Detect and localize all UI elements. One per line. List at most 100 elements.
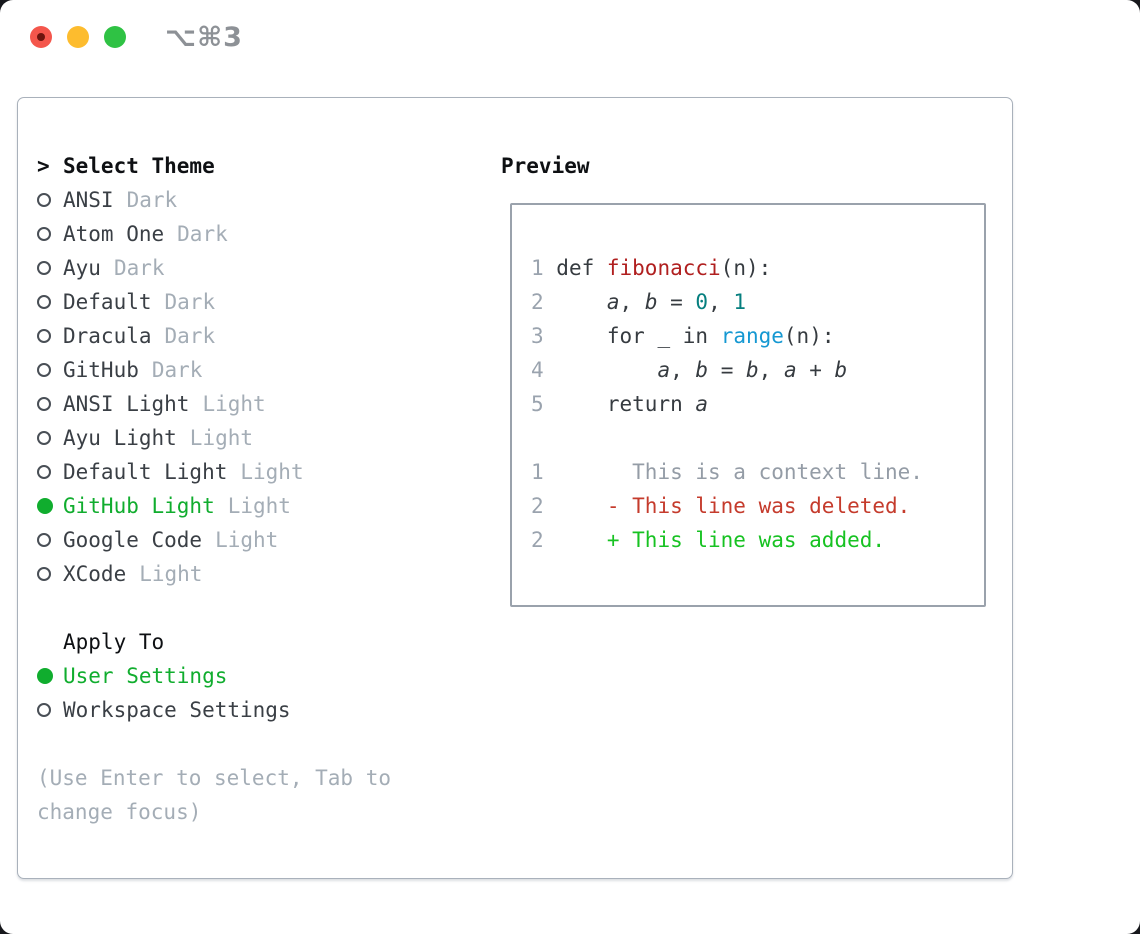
spacer	[37, 591, 477, 625]
code-token-linenum: 1	[531, 256, 557, 280]
code-token-added: + This line was added.	[556, 528, 886, 552]
radio-cell	[37, 261, 63, 275]
hint-line-1: (Use Enter to select, Tab to	[37, 766, 392, 790]
theme-option-xcode[interactable]: XCode Light	[37, 557, 477, 591]
code-token-plain: ,	[758, 358, 784, 382]
option-label: Default Light	[63, 460, 228, 484]
code-token-plain	[556, 290, 607, 314]
radio-icon	[37, 227, 51, 241]
code-token-linenum: 1	[531, 460, 557, 484]
spacer	[37, 727, 477, 761]
option-variant-label: Light	[240, 460, 304, 484]
option-label: Atom One	[63, 222, 165, 246]
radio-cell	[37, 498, 63, 514]
apply-to-header: Apply To	[37, 625, 477, 659]
option-variant-label: Dark	[164, 290, 216, 314]
radio-cell	[37, 397, 63, 411]
code-token-plain	[556, 392, 607, 416]
code-token-deleted: - This line was deleted.	[556, 494, 911, 518]
radio-cell	[37, 668, 63, 684]
radio-cell	[37, 193, 63, 207]
code-token-keyword: return	[606, 392, 696, 416]
code-line: 2 a, b = 0, 1	[531, 285, 966, 319]
code-line: 5 return a	[531, 387, 966, 421]
code-line: 1 def fibonacci(n):	[531, 251, 966, 285]
code-token-plain: ,	[670, 358, 696, 382]
code-token-plain: =	[708, 358, 746, 382]
radio-cell	[37, 703, 63, 717]
option-label: Ayu Light	[63, 426, 177, 450]
theme-option-dracula[interactable]: Dracula Dark	[37, 319, 477, 353]
traffic-light-zoom-button[interactable]	[104, 26, 126, 48]
theme-option-ayu[interactable]: Ayu Dark	[37, 251, 477, 285]
code-line: 3 for _ in range(n):	[531, 319, 966, 353]
radio-icon	[37, 465, 51, 479]
code-token-linenum: 3	[531, 324, 557, 348]
code-token-plain: ,	[708, 290, 734, 314]
code-token-plain: +	[796, 358, 835, 382]
option-label: Workspace Settings	[63, 698, 291, 722]
code-token-variable: b	[746, 358, 759, 382]
theme-option-ansi[interactable]: ANSI Dark	[37, 183, 477, 217]
option-label: Ayu	[63, 256, 101, 280]
option-variant-label: Light	[202, 392, 266, 416]
code-token-builtin: range	[720, 324, 784, 348]
option-variant-label: Dark	[113, 256, 165, 280]
code-line	[531, 421, 966, 455]
theme-option-default-light[interactable]: Default Light Light	[37, 455, 477, 489]
code-token-linenum: 2	[531, 528, 557, 552]
code-line: 2 - This line was deleted.	[531, 489, 966, 523]
radio-cell	[37, 567, 63, 581]
option-variant-label: Dark	[164, 324, 216, 348]
option-variant-label: Light	[227, 494, 291, 518]
option-label: Dracula	[63, 324, 152, 348]
option-label: GitHub Light	[63, 494, 215, 518]
code-token-plain	[556, 324, 607, 348]
theme-option-github-light[interactable]: GitHub Light Light	[37, 489, 477, 523]
code-token-linenum: 4	[531, 358, 557, 382]
apply-option-workspace-settings[interactable]: Workspace Settings	[37, 693, 477, 727]
apply-option-user-settings[interactable]: User Settings	[37, 659, 477, 693]
radio-icon	[37, 193, 51, 207]
traffic-light-minimize-button[interactable]	[67, 26, 89, 48]
hint-line-2: change focus)	[37, 800, 202, 824]
code-token-variable: b	[695, 358, 709, 382]
option-variant-label: Dark	[151, 358, 203, 382]
option-label: XCode	[63, 562, 127, 586]
code-token-linenum: 2	[531, 494, 557, 518]
traffic-light-close-button[interactable]	[30, 26, 52, 48]
code-token-linenum: 2	[531, 290, 557, 314]
radio-icon	[37, 533, 51, 547]
option-variant-label: Dark	[126, 188, 178, 212]
radio-selected-icon	[37, 498, 53, 514]
radio-selected-icon	[37, 668, 53, 684]
prompt-icon: >	[37, 154, 50, 178]
code-token-variable: b	[644, 290, 658, 314]
option-label: ANSI	[63, 188, 114, 212]
code-token-keyword: in	[682, 324, 721, 348]
option-variant-label: Light	[139, 562, 203, 586]
code-token-plain: (n):	[720, 256, 772, 280]
window-title: ⌥⌘3	[165, 21, 243, 53]
code-token-variable: a	[695, 392, 709, 416]
radio-icon	[37, 295, 51, 309]
code-line: 4 a, b = b, a + b	[531, 353, 966, 387]
code-token-number: 0	[695, 290, 709, 314]
option-variant-label: Light	[215, 528, 279, 552]
option-label: ANSI Light	[63, 392, 190, 416]
theme-option-ansi-light[interactable]: ANSI Light Light	[37, 387, 477, 421]
radio-cell	[37, 431, 63, 445]
code-line: 2 + This line was added.	[531, 523, 966, 557]
option-label: User Settings	[63, 664, 228, 688]
code-token-plain: ,	[619, 290, 645, 314]
radio-cell	[37, 465, 63, 479]
